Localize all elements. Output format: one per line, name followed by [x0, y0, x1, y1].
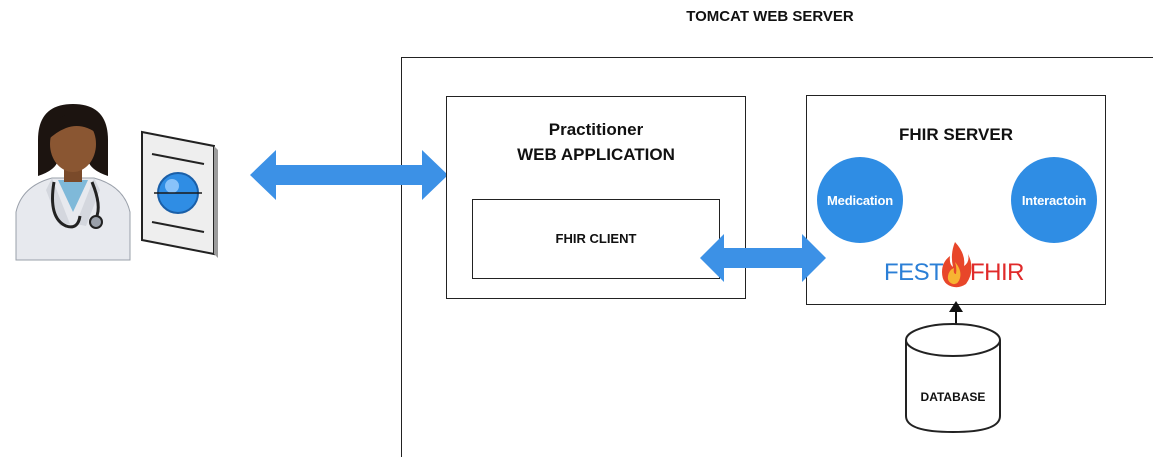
- web-document-globe-icon: [141, 130, 218, 258]
- medication-node: Medication: [817, 157, 903, 243]
- logo-text-fest: FEST: [884, 259, 944, 286]
- doctor-avatar-icon: [15, 104, 131, 261]
- fhir-server-title: FHIR SERVER: [899, 125, 1013, 144]
- fhir-client-box: [472, 199, 720, 279]
- database-cylinder-icon: [905, 323, 1001, 434]
- webapp-title-line2: WEB APPLICATION: [517, 145, 675, 164]
- user-webapp-arrow: [250, 150, 448, 200]
- flame-icon: [942, 242, 972, 288]
- logo-text-fhir: FHIR: [970, 259, 1025, 286]
- database-label: DATABASE: [920, 390, 986, 404]
- fhir-client-label: FHIR CLIENT: [555, 231, 637, 246]
- tomcat-server-title: TOMCAT WEB SERVER: [686, 8, 854, 25]
- webapp-title-line1: Practitioner: [548, 120, 644, 139]
- fest-fhir-logo: FEST FHIR: [884, 240, 1025, 290]
- client-server-arrow: [700, 234, 826, 282]
- interaction-node: Interactoin: [1011, 157, 1097, 243]
